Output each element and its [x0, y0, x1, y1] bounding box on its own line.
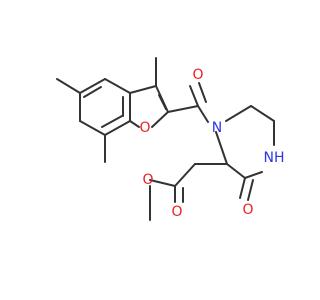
amide-oxygen-label: O	[242, 202, 253, 218]
ester-carbonyl-oxygen-label: O	[171, 204, 182, 220]
amide-nh-label: NH	[264, 150, 285, 166]
amide-carbonyl	[239, 177, 254, 201]
ketone-group	[167, 82, 209, 123]
molecule-diagram: O O N O NH O O	[56, 57, 285, 221]
furan-ring	[129, 85, 169, 128]
ester-ether-oxygen-label: O	[142, 172, 153, 188]
ester-side-chain	[149, 163, 228, 221]
benzene-ring	[79, 78, 131, 136]
ketone-oxygen-label: O	[192, 67, 203, 83]
methyl-groups	[56, 57, 157, 163]
ring-nitrogen-label: N	[212, 120, 222, 136]
furan-oxygen-label: O	[139, 120, 150, 136]
piperazinone-ring	[215, 105, 275, 179]
methyl-bond-c6	[56, 78, 81, 94]
structure-canvas: O O N O NH O O	[56, 57, 285, 221]
